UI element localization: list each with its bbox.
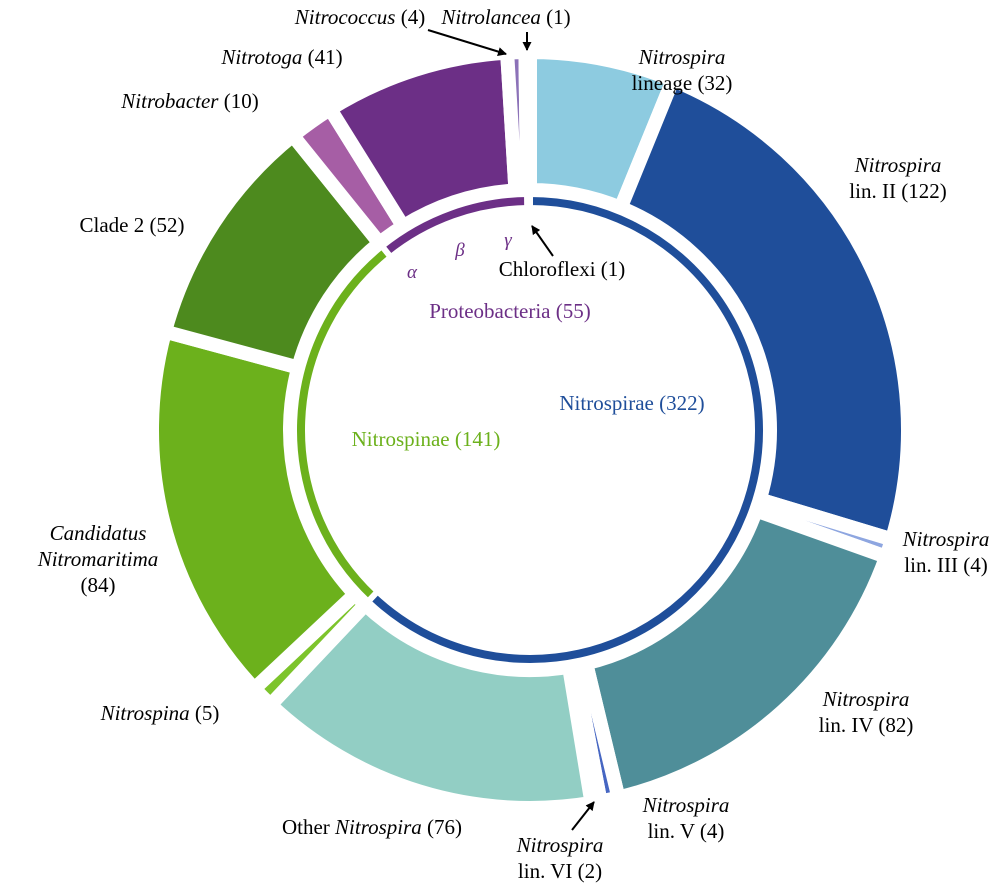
outer-label-nitrospina: Nitrospina (5) xyxy=(100,701,220,725)
greek-letter-0: α xyxy=(407,262,418,283)
inner-ring xyxy=(291,190,769,669)
outer-slice-nitrospira-lin-ii xyxy=(611,70,915,549)
greek-letter-2: γ xyxy=(504,230,512,251)
outer-label-nitrotoga: Nitrotoga (41) xyxy=(220,45,342,69)
outer-slice-candidatus-nitromaritima xyxy=(145,323,365,699)
label-arrows xyxy=(427,29,595,831)
outer-label-other-nitrospira: Other Nitrospira (76) xyxy=(282,815,462,839)
inner-slice-chloroflexi xyxy=(524,190,533,212)
outer-ring xyxy=(145,44,915,815)
arrow-nitrospira-lin-vi xyxy=(571,801,595,831)
outer-label-nitrolancea: Nitrolancea (1) xyxy=(440,5,570,29)
inner-label-nitrospinae: Nitrospinae (141) xyxy=(352,427,501,451)
inner-label-proteobacteria: Proteobacteria (55) xyxy=(429,299,591,323)
inner-label-chloroflexi: Chloroflexi (1) xyxy=(499,257,626,281)
outer-label-nitrobacter: Nitrobacter (10) xyxy=(120,89,258,113)
arrow-chloroflexi xyxy=(531,225,554,257)
outer-label-clade-2: Clade 2 (52) xyxy=(80,213,185,237)
arrow-nitrococcus xyxy=(427,29,507,56)
outer-slice-nitrolancea xyxy=(518,44,537,198)
outer-label-nitrococcus: Nitrococcus (4) xyxy=(294,5,425,29)
outer-slice-nitrospira-lin-iv xyxy=(577,501,896,806)
greek-letter-1: β xyxy=(454,240,465,261)
inner-label-nitrospirae: Nitrospirae (322) xyxy=(559,391,704,415)
